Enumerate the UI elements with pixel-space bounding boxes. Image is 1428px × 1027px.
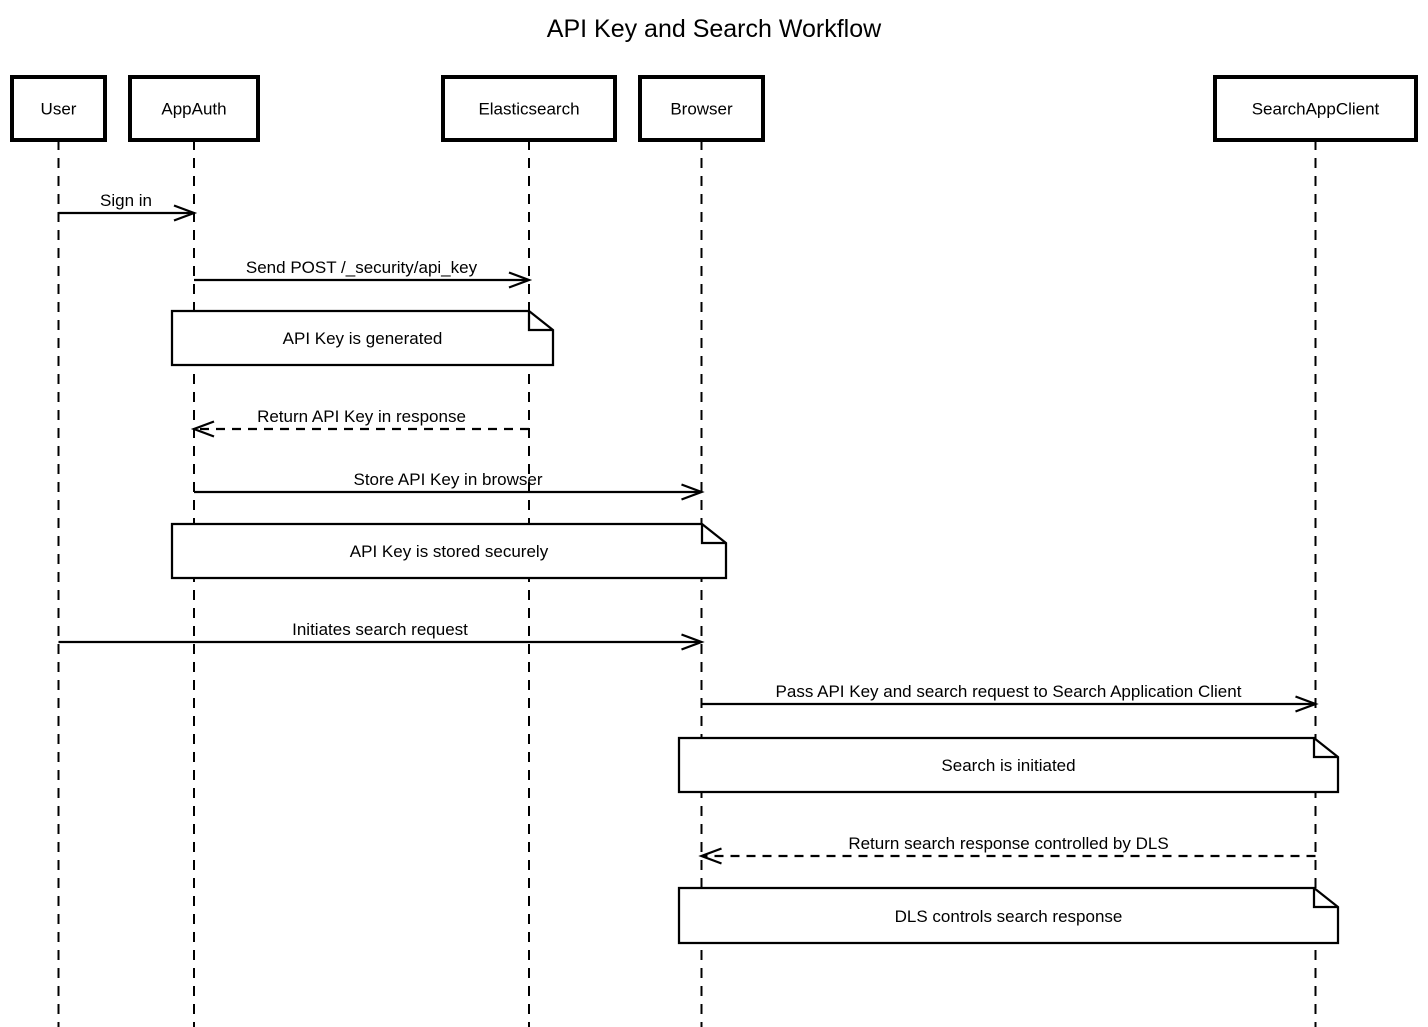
note-body <box>677 886 1340 945</box>
message-label: Sign in <box>100 191 152 210</box>
message-initiates-search: Initiates search request <box>58 620 705 651</box>
message-label: Initiates search request <box>292 620 468 639</box>
actor-label-searchappclient: SearchAppClient <box>1252 100 1380 119</box>
actor-box-elasticsearch <box>441 75 617 142</box>
note-body <box>677 736 1340 794</box>
actor-box-user <box>10 75 107 142</box>
actor-box-browser <box>638 75 765 142</box>
actor-label-appauth: AppAuth <box>161 100 226 119</box>
message-return-api-key: Return API Key in response <box>190 407 529 438</box>
note-dls-controls: DLS controls search response <box>677 886 1340 945</box>
note-label: API Key is stored securely <box>350 542 549 561</box>
message-label: Send POST /_security/api_key <box>246 258 478 277</box>
actor-label-user: User <box>41 100 77 119</box>
note-fold-icon <box>527 311 553 332</box>
arrowhead-right-icon <box>1295 695 1319 713</box>
actor-user: User <box>10 75 107 142</box>
note-label: DLS controls search response <box>895 907 1123 926</box>
note-label: Search is initiated <box>941 756 1075 775</box>
message-store-api-key: Store API Key in browser <box>194 470 705 501</box>
note-body <box>170 309 555 367</box>
message-label: Return search response controlled by DLS <box>848 834 1168 853</box>
message-pass-api-key: Pass API Key and search request to Searc… <box>701 682 1319 713</box>
note-fold-icon <box>700 524 726 545</box>
actor-appauth: AppAuth <box>128 75 260 142</box>
actor-label-browser: Browser <box>670 100 733 119</box>
note-api-key-generated: API Key is generated <box>170 309 555 367</box>
actor-label-elasticsearch: Elasticsearch <box>478 100 579 119</box>
actor-box-searchappclient <box>1213 75 1418 142</box>
message-send-post-api-key: Send POST /_security/api_key <box>194 258 533 289</box>
arrowhead-right-icon <box>173 204 198 222</box>
actor-elasticsearch: Elasticsearch <box>441 75 617 142</box>
message-return-search-response: Return search response controlled by DLS <box>698 834 1316 865</box>
actor-browser: Browser <box>638 75 765 142</box>
note-api-key-stored: API Key is stored securely <box>170 522 728 580</box>
note-label: API Key is generated <box>283 329 443 348</box>
message-sign-in: Sign in <box>58 191 198 222</box>
arrowhead-right-icon <box>681 633 705 651</box>
note-fold-icon <box>1312 888 1338 909</box>
message-label: Pass API Key and search request to Searc… <box>776 682 1242 701</box>
note-body <box>170 522 728 580</box>
message-label: Store API Key in browser <box>354 470 543 489</box>
diagram-title: API Key and Search Workflow <box>547 15 882 43</box>
actor-box-appauth <box>128 75 260 142</box>
message-label: Return API Key in response <box>257 407 466 426</box>
arrowhead-right-icon <box>508 271 533 289</box>
note-search-initiated: Search is initiated <box>677 736 1340 794</box>
note-fold-icon <box>1312 738 1338 759</box>
actor-searchappclient: SearchAppClient <box>1213 75 1418 142</box>
arrowhead-left-icon <box>190 420 215 438</box>
arrowhead-right-icon <box>681 483 705 501</box>
arrowhead-left-icon <box>698 847 722 865</box>
